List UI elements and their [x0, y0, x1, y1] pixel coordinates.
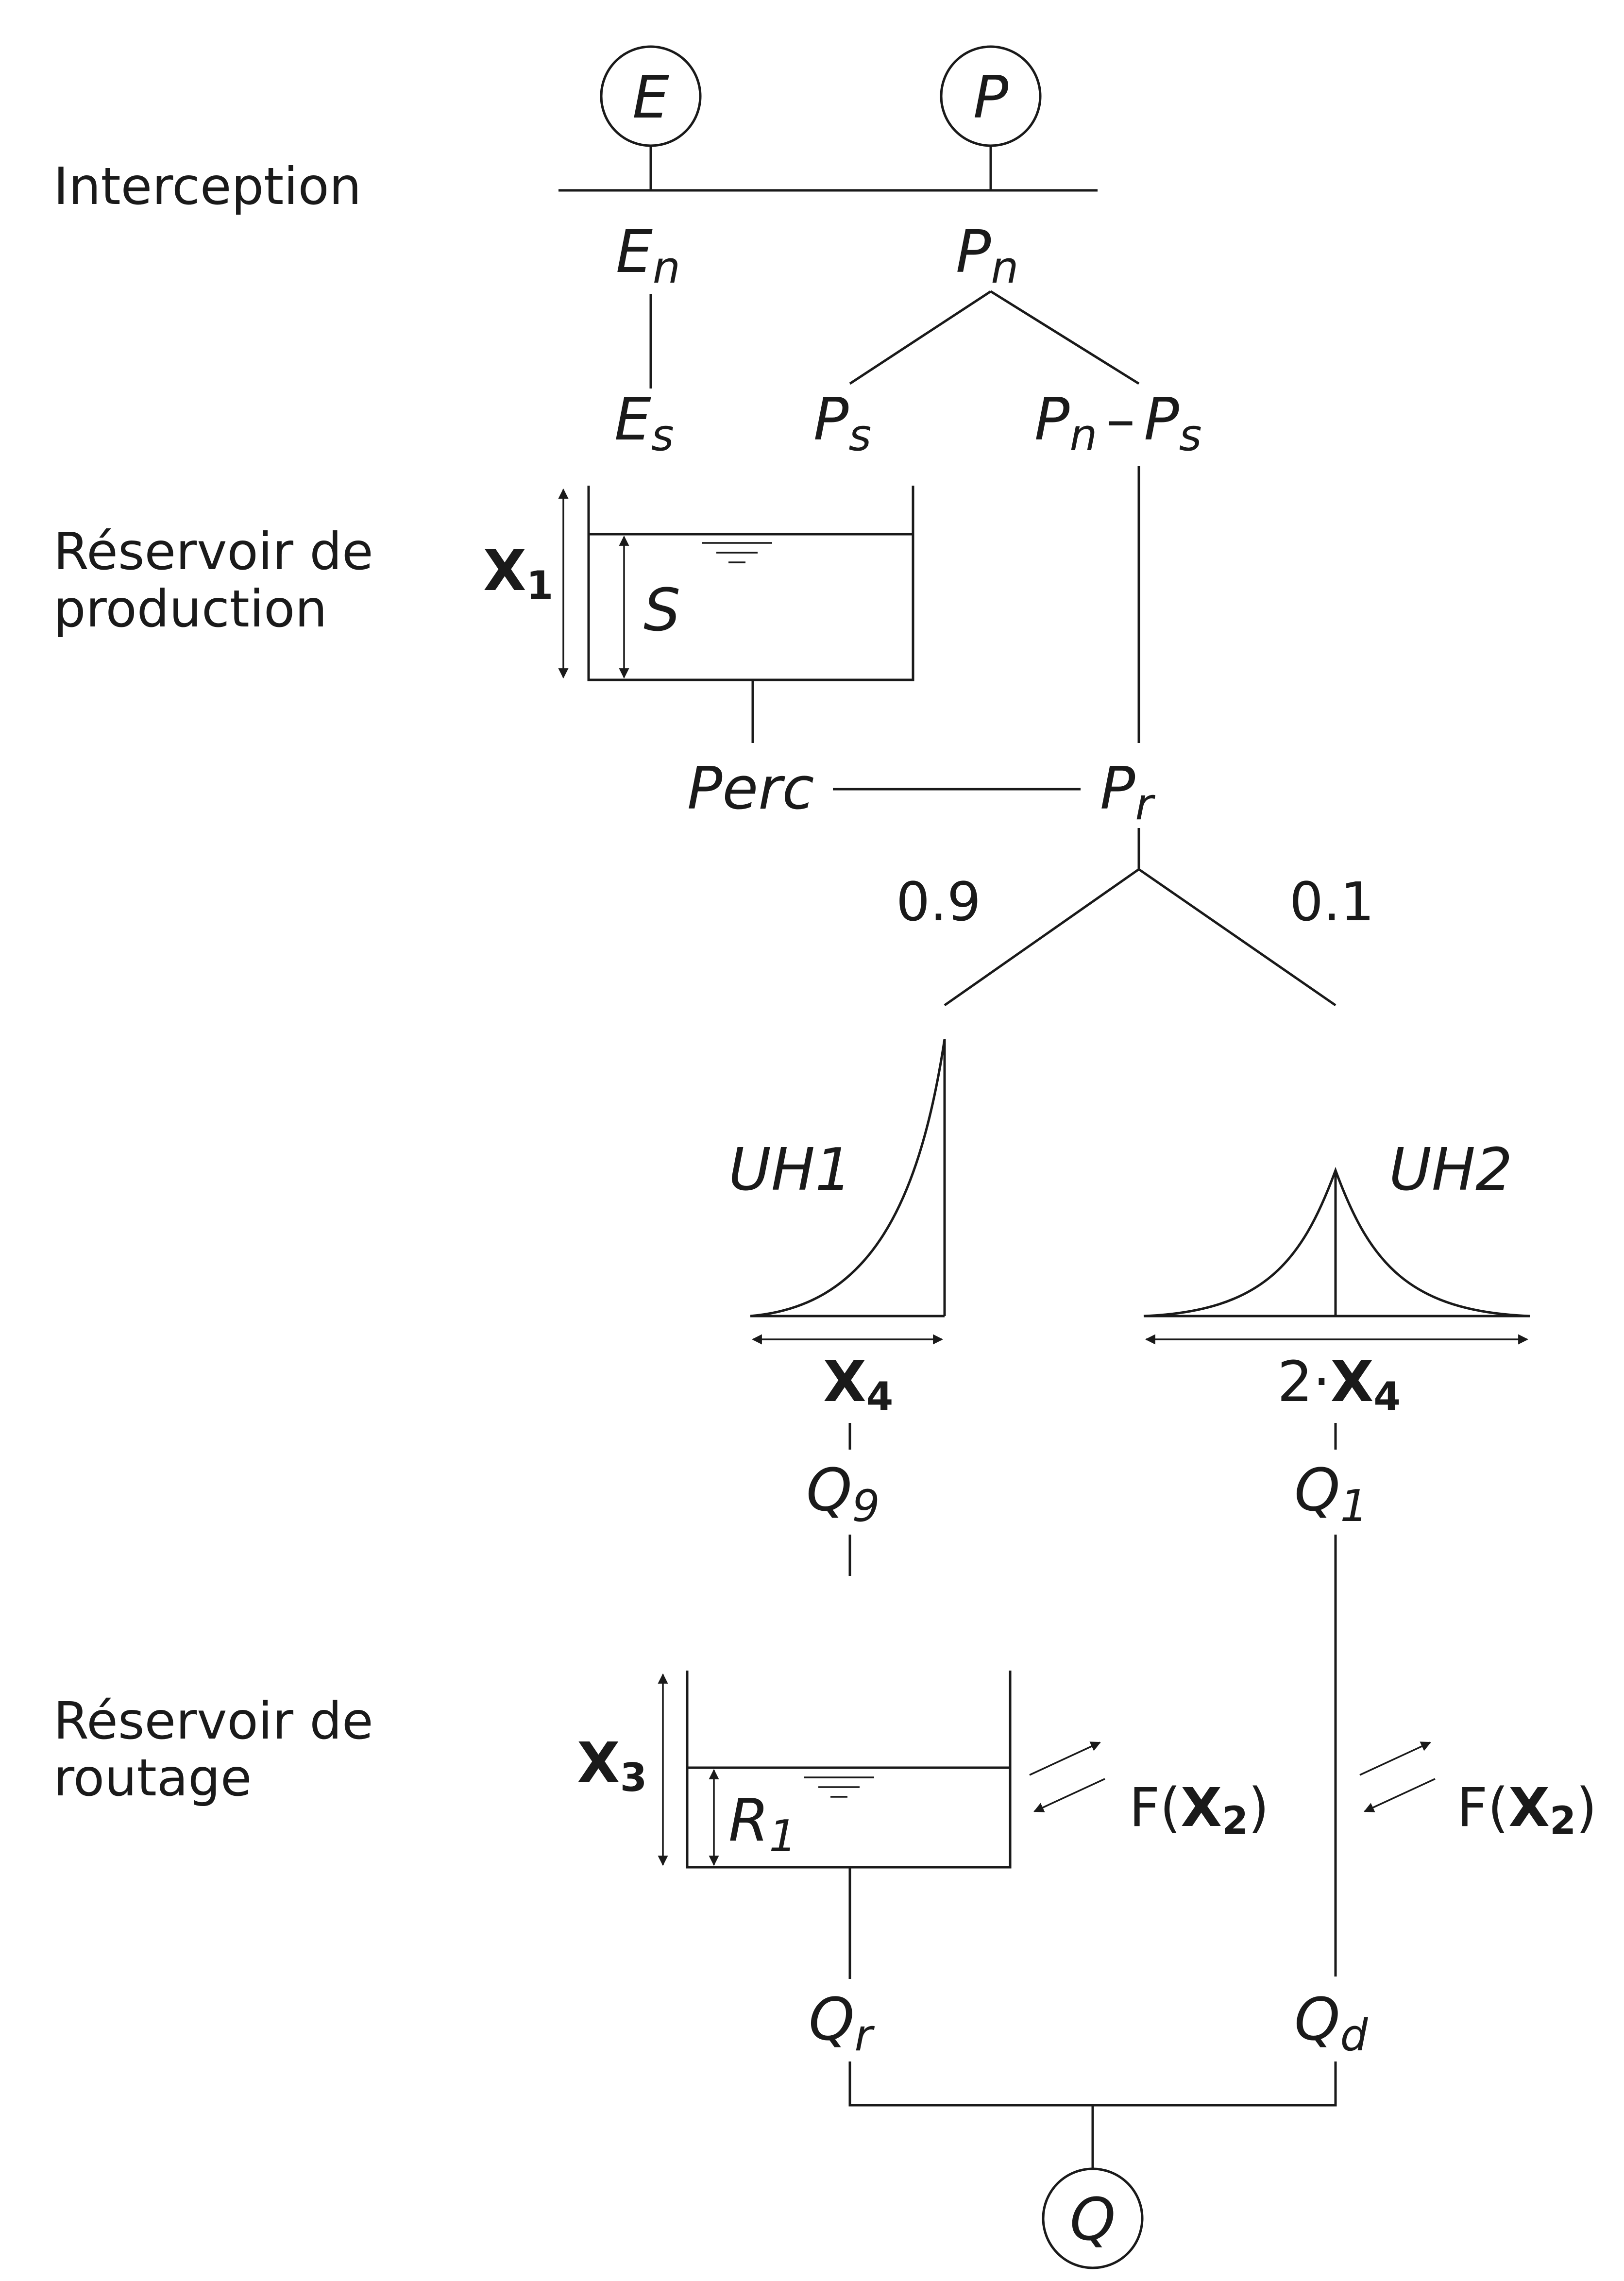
exchange-left: F(X2): [1029, 1741, 1269, 1843]
label-q1: Q1: [1294, 1457, 1368, 1532]
output-circle-q: [1042, 2167, 1144, 2269]
section-label-routage-2: routage: [53, 1748, 252, 1808]
precipitation-input-node: P: [940, 45, 1042, 147]
fraction-0-1: 0.1: [1289, 871, 1374, 933]
label-uh1-x4: X4: [823, 1350, 893, 1419]
label-q9: Q9: [806, 1457, 880, 1532]
label-pn: Pn: [956, 219, 1018, 293]
label-pn-minus-ps: Pn–Ps: [1034, 386, 1202, 461]
exchange-right: F(X2): [1359, 1741, 1597, 1843]
uh2-curve: [1143, 1166, 1530, 1318]
label-exchange-left: F(X2): [1129, 1776, 1269, 1843]
unit-hydrograph-1: UH1 X4: [728, 1039, 946, 1419]
pr-to-uh1-line: [944, 868, 1140, 1007]
label-qr: Qr: [809, 1986, 875, 2061]
output-label-q: Q: [1070, 2186, 1116, 2254]
section-label-interception: Interception: [53, 157, 361, 216]
label-x1: X1: [483, 539, 553, 608]
label-r1: R1: [728, 1787, 797, 1862]
exchange-left-arrow-out: [1029, 1741, 1101, 1776]
label-x3: X3: [577, 1731, 647, 1800]
total-flow-output-node: Q: [1042, 2167, 1144, 2269]
label-pr: Pr: [1100, 755, 1155, 830]
label-ps: Ps: [813, 386, 871, 461]
section-label-production-2: production: [53, 579, 327, 639]
pn-to-ps-line: [849, 290, 992, 385]
combine-bar: [848, 2061, 1337, 2107]
routing-store: X3 R1: [577, 1671, 1012, 1869]
production-tank-outline: [587, 486, 914, 681]
label-qd: Qd: [1294, 1986, 1368, 2061]
exchange-right-arrow-in: [1364, 1778, 1436, 1812]
section-label-production-1: Réservoir de: [53, 522, 373, 581]
exchange-right-arrow-out: [1359, 1741, 1431, 1776]
label-uh2-2x4: 2·X4: [1277, 1350, 1401, 1419]
label-es: Es: [614, 386, 674, 461]
section-label-routage-1: Réservoir de: [53, 1691, 373, 1751]
label-s: S: [643, 577, 680, 644]
pn-to-pnps-line: [990, 290, 1140, 385]
label-exchange-right: F(X2): [1457, 1776, 1597, 1843]
label-uh2: UH2: [1389, 1136, 1512, 1204]
production-store: X1 S: [483, 486, 914, 681]
uh1-curve: [750, 1039, 946, 1318]
input-label-e: E: [632, 64, 669, 132]
pr-to-uh2-line: [1138, 868, 1336, 1007]
input-label-p: P: [973, 64, 1009, 132]
label-en: En: [616, 219, 680, 293]
exchange-left-arrow-in: [1033, 1778, 1105, 1812]
unit-hydrograph-2: UH2 2·X4: [1143, 1136, 1530, 1419]
evaporation-input-node: E: [600, 45, 702, 147]
fraction-0-9: 0.9: [896, 871, 981, 933]
label-uh1: UH1: [728, 1136, 852, 1204]
label-perc: Perc: [687, 755, 814, 823]
